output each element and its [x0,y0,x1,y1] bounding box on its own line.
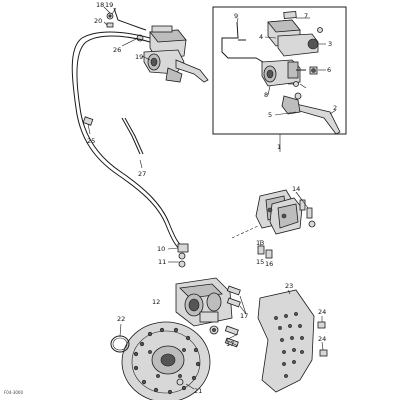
pad-pins [257,191,316,259]
callout-27: 27 [138,170,146,178]
guard-bolts [317,316,328,357]
callout-19b: 19 [135,53,143,61]
callout-8: 8 [264,91,268,99]
callout-9: 9 [234,12,238,20]
inset-master-cylinder-body [261,59,306,87]
hose-clip [82,116,94,135]
master-cylinder-kit-inset [212,6,347,152]
top-left-small-parts [103,6,151,61]
callout-14: 14 [292,185,300,193]
callout-24b: 24 [318,335,326,343]
caliper-bolts [224,285,247,348]
callout-6: 6 [327,66,331,74]
callout-10: 10 [157,245,165,253]
callout-3: 3 [328,40,332,48]
inset-reservoir [267,11,319,57]
callout-11: 11 [158,258,166,266]
callout-18: 18 [96,1,104,9]
leader-21 [185,383,195,390]
inset-frame [212,6,347,135]
o-ring [110,323,130,353]
callout-21: 21 [194,387,202,395]
inset-small-parts [293,27,323,100]
guard-holes [274,312,304,378]
callout-17a: 17 [240,312,248,320]
brake-hose [71,31,187,253]
disc-guard [257,289,315,393]
main-master-cylinder [113,7,209,83]
dashed-guide-pads [231,225,259,239]
callout-20: 20 [94,17,102,25]
callout-2: 2 [333,104,337,112]
callout-16: 16 [265,260,273,268]
callout-13: 13 [256,239,264,247]
inset-hose-fitting [221,21,271,67]
banjo-bolt-and-washers [167,243,189,268]
callout-23: 23 [285,282,293,290]
brake-pads [255,189,303,235]
callout-15: 15 [256,258,264,266]
inset-lever [281,95,341,135]
figure-code: F04-3000 [4,390,23,395]
callout-26: 26 [113,46,121,54]
callout-19a: 19 [105,1,113,9]
callout-12: 12 [152,298,160,306]
callout-1: 1 [277,143,281,151]
callout-7: 7 [304,12,308,20]
brake-light-wire [113,7,147,31]
callout-25: 25 [87,137,95,145]
callout-24a: 24 [318,308,326,316]
callout-17b: 17 [226,340,234,348]
callout-labels: 1 2 3 4 5 6 7 8 9 10 11 12 13 14 15 16 1… [87,1,337,395]
brake-caliper [175,277,233,335]
hose-segment [121,117,144,169]
callout-22: 22 [117,315,125,323]
callout-5: 5 [268,111,272,119]
disc-holes [133,327,201,395]
inset-leaders [236,17,337,116]
brake-disc [121,321,211,400]
callout-4: 4 [259,33,263,41]
